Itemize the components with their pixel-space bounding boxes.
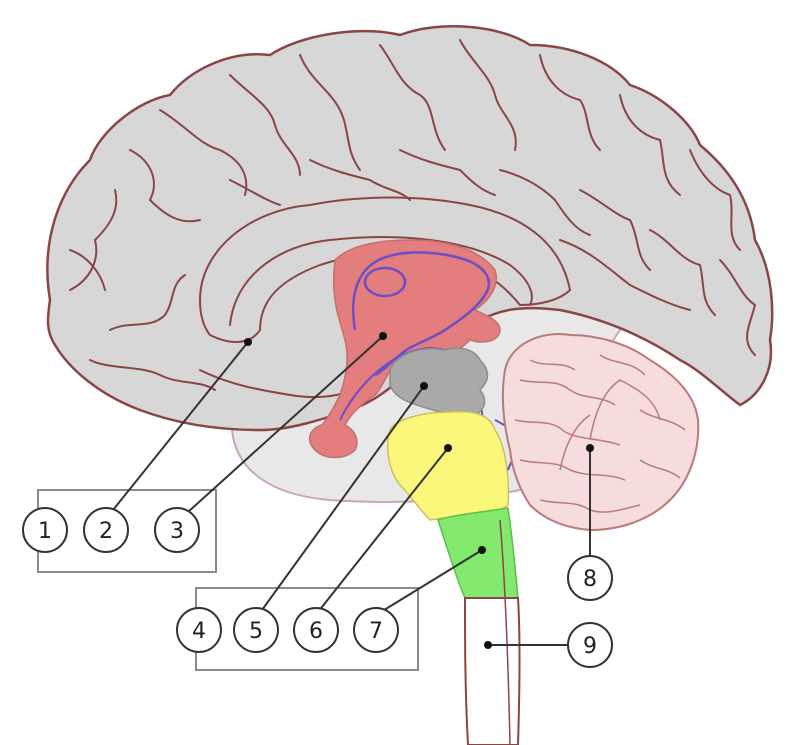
pointer-dot-6: [444, 444, 452, 452]
callout-number-2: 2: [99, 519, 113, 544]
callout-number-6: 6: [309, 619, 323, 644]
leader-line-2: [112, 341, 249, 511]
callout-number-1: 1: [38, 519, 52, 544]
pointer-dot-3: [379, 332, 387, 340]
leader-line-5: [261, 385, 425, 611]
callout-number-8: 8: [583, 567, 597, 592]
ventricle-foramen: [363, 266, 407, 298]
callout-number-3: 3: [170, 519, 184, 544]
callout-label-2: 2: [83, 507, 129, 553]
callout-label-6: 6: [293, 607, 339, 653]
callout-label-3: 3: [154, 507, 200, 553]
ventricle-outline: [351, 251, 491, 377]
pointer-dot-5: [420, 382, 428, 390]
leader-line-6: [317, 447, 449, 613]
leader-line-3: [187, 335, 384, 513]
cingulate-region: [198, 196, 572, 343]
spinal-cord: [463, 597, 521, 745]
corpus-callosum-line: [229, 236, 533, 326]
pointer-dot-9: [484, 641, 492, 649]
callout-number-5: 5: [249, 619, 263, 644]
gyri-pattern: [69, 39, 756, 399]
callout-number-7: 7: [369, 619, 383, 644]
callout-number-4: 4: [192, 619, 206, 644]
callout-label-5: 5: [233, 607, 279, 653]
leader-line-7: [375, 549, 483, 616]
pons: [387, 410, 510, 521]
diencephalon: [308, 239, 501, 459]
pointer-dot-2: [244, 338, 252, 346]
callout-label-8: 8: [567, 555, 613, 601]
pointer-dot-8: [586, 444, 594, 452]
pointer-dot-7: [478, 546, 486, 554]
spinal-cord-inner-line: [499, 519, 511, 745]
callout-label-7: 7: [353, 607, 399, 653]
callout-label-1: 1: [22, 507, 68, 553]
callout-label-4: 4: [176, 607, 222, 653]
callout-number-9: 9: [583, 634, 597, 659]
callout-label-9: 9: [567, 622, 613, 668]
cerebellum: [501, 333, 700, 532]
